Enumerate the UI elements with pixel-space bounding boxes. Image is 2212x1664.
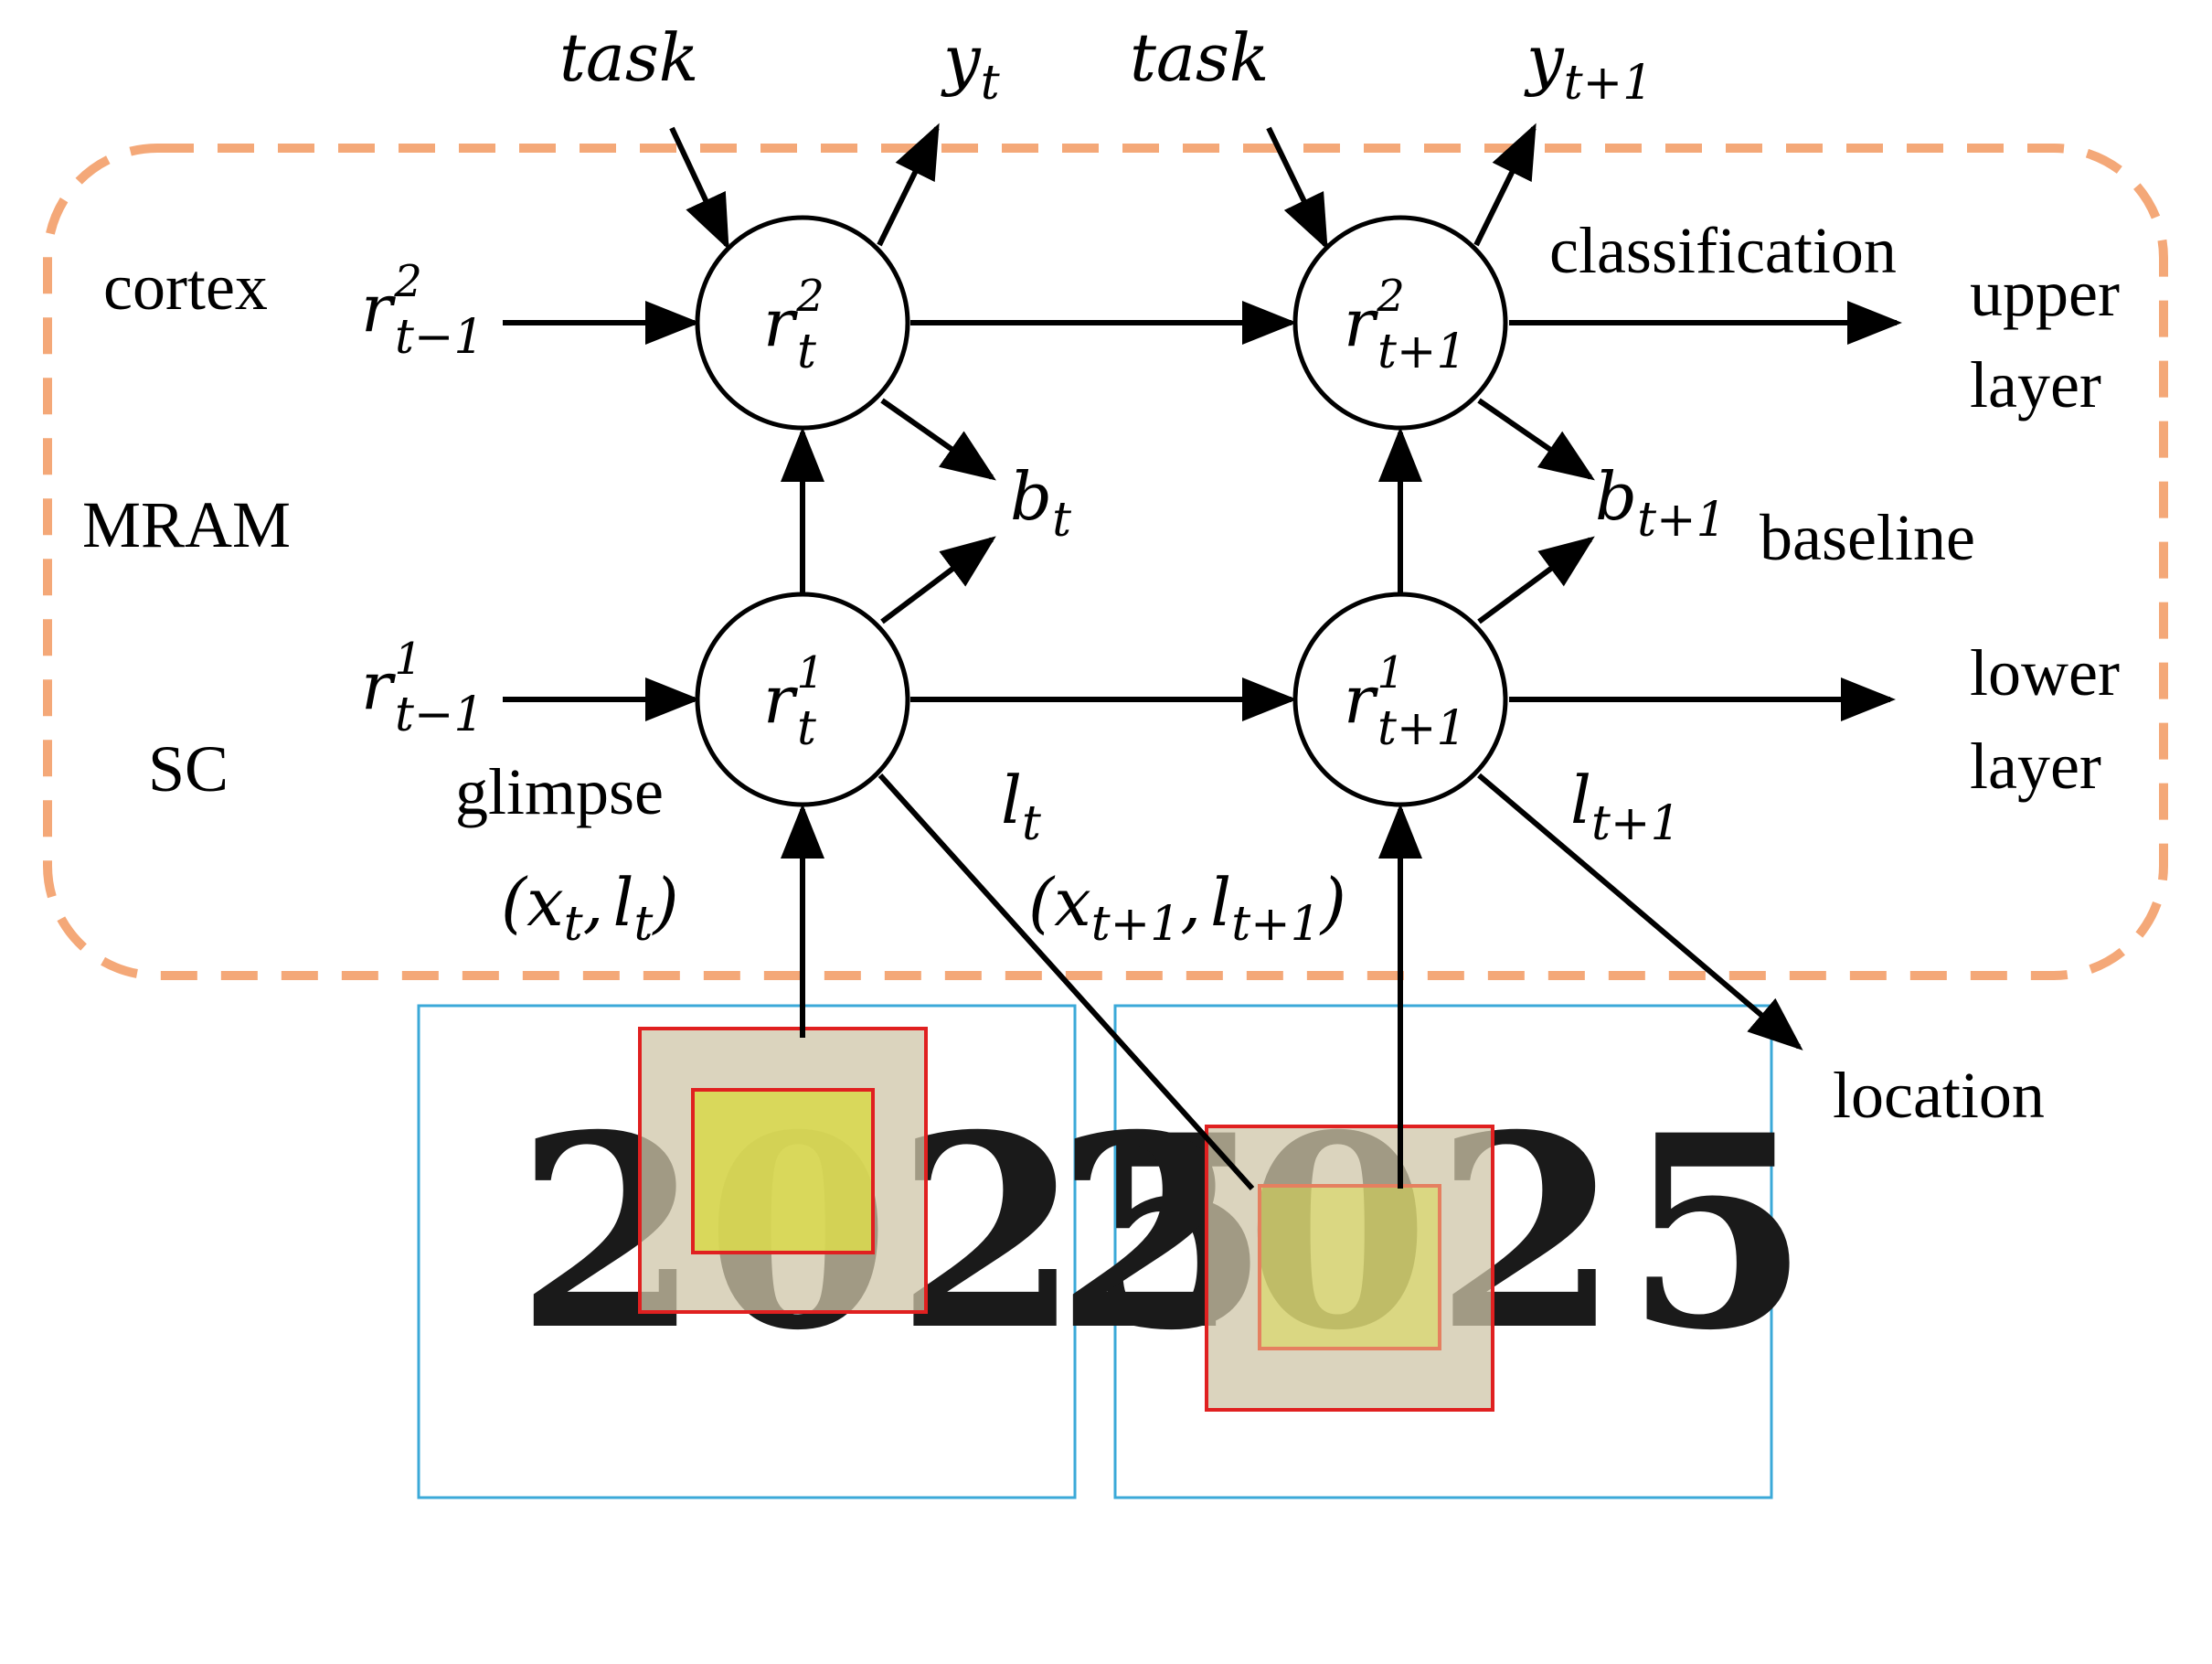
label-l-t: lt [1001, 762, 1041, 851]
mram-region-border [43, 144, 2168, 980]
glimpse-inner-t-plus-1 [1258, 1184, 1441, 1350]
label-b-t: bt [1010, 458, 1071, 548]
arrow-r1-to-b-t [880, 536, 996, 624]
label-glimpse-tuple-t: (xt,lt) [501, 864, 679, 952]
image-frame-t-plus-1 [1113, 1004, 1773, 1499]
arrow-r1-to-b-t-plus-1 [1477, 536, 1595, 624]
arrow-task-to-r2-t [669, 126, 729, 251]
image-frame-t [417, 1004, 1077, 1499]
label-location: location [1833, 1059, 2045, 1132]
node-r2-t-plus-1 [1292, 215, 1508, 431]
label-glimpse: glimpse [455, 755, 664, 828]
node-r1-t-plus-1 [1292, 592, 1508, 807]
arrow-r2-to-b-t [880, 398, 996, 481]
label-lower: lower [1970, 636, 2120, 709]
arrow-r2-to-y-t [877, 123, 940, 247]
label-l-t-plus-1: lt+1 [1570, 762, 1681, 851]
label-upper: upper [1970, 257, 2120, 330]
label-upper-layer: layer [1970, 348, 2101, 421]
label-task-t-plus-1: task [1130, 19, 1269, 96]
arrow-location-t [877, 773, 1255, 1191]
label-mram: MRAM [82, 488, 291, 561]
arrow-task-to-r2-t-plus-1 [1266, 126, 1328, 251]
label-baseline: baseline [1760, 501, 1975, 574]
label-b-t-plus-1: bt+1 [1595, 458, 1727, 548]
arrow-r2-to-b-t-plus-1 [1477, 398, 1595, 481]
label-sc: SC [148, 732, 229, 805]
arrow-location-t-plus-1 [1477, 773, 1803, 1051]
arrow-r2-to-y-t-plus-1 [1473, 123, 1537, 247]
glimpse-inner-t [691, 1088, 875, 1254]
node-r2-t [695, 215, 910, 431]
label-lower-layer: layer [1970, 730, 2101, 803]
label-cortex: cortex [103, 251, 268, 324]
label-y-t-plus-1: yt+1 [1524, 21, 1653, 111]
node-r1-t [695, 592, 910, 807]
label-glimpse-tuple-t-plus-1: (xt+1,lt+1) [1028, 864, 1346, 952]
label-task-t: task [559, 19, 698, 96]
label-classification: classification [1549, 214, 1897, 287]
label-y-t: yt [941, 21, 1000, 111]
